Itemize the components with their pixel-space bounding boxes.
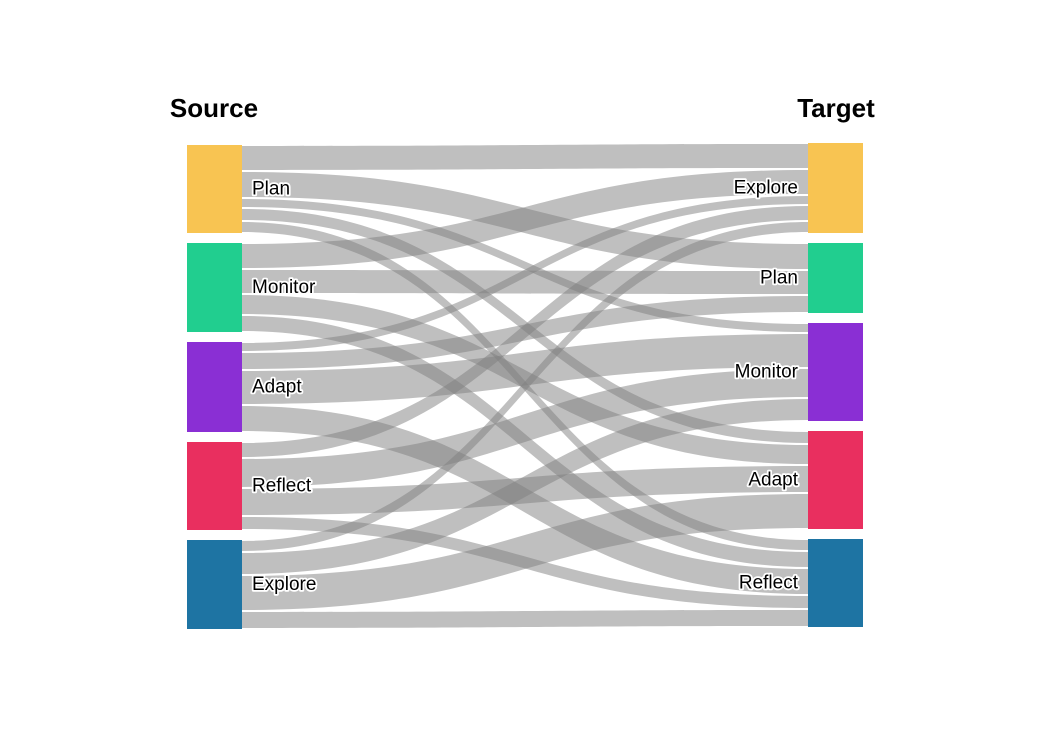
node-label-source-adapt: Adapt: [252, 377, 302, 398]
node-label-target-adapt: Adapt: [748, 470, 798, 491]
node-label-source-plan: Plan: [252, 179, 290, 200]
sankey-node-target-monitor[interactable]: [808, 323, 863, 421]
sankey-link-explore-to-reflect[interactable]: [242, 610, 808, 628]
node-label-target-monitor: Monitor: [735, 362, 799, 383]
node-label-target-plan: Plan: [760, 268, 798, 289]
sankey-link-adapt-to-monitor[interactable]: [242, 334, 808, 404]
sankey-links-layer: [242, 144, 808, 628]
node-label-target-reflect: Reflect: [739, 573, 799, 594]
sankey-node-source-reflect[interactable]: [187, 442, 242, 530]
sankey-node-target-reflect[interactable]: [808, 539, 863, 627]
sankey-link-plan-to-monitor[interactable]: [242, 199, 808, 332]
sankey-node-target-explore[interactable]: [808, 143, 863, 233]
target-column-title: Target: [797, 93, 875, 123]
sankey-node-source-monitor[interactable]: [187, 243, 242, 332]
sankey-link-explore-to-monitor[interactable]: [242, 399, 808, 574]
sankey-link-explore-to-explore[interactable]: [242, 222, 808, 551]
sankey-link-monitor-to-explore[interactable]: [242, 170, 808, 268]
sankey-link-adapt-to-explore[interactable]: [242, 196, 808, 351]
sankey-nodes-layer: [187, 143, 863, 629]
sankey-link-plan-to-explore[interactable]: [242, 144, 808, 170]
sankey-node-source-adapt[interactable]: [187, 342, 242, 432]
node-label-source-explore: Explore: [252, 574, 316, 595]
sankey-link-reflect-to-monitor[interactable]: [242, 369, 808, 487]
sankey-node-source-explore[interactable]: [187, 540, 242, 629]
sankey-node-target-adapt[interactable]: [808, 431, 863, 529]
node-label-source-reflect: Reflect: [252, 476, 312, 497]
sankey-link-explore-to-adapt[interactable]: [242, 494, 808, 610]
sankey-link-reflect-to-explore[interactable]: [242, 206, 808, 457]
sankey-node-source-plan[interactable]: [187, 145, 242, 233]
node-label-target-explore: Explore: [734, 178, 798, 199]
node-label-source-monitor: Monitor: [252, 277, 316, 298]
sankey-link-monitor-to-plan[interactable]: [242, 270, 808, 294]
sankey-node-target-plan[interactable]: [808, 243, 863, 313]
sankey-labels-layer: PlanMonitorAdaptReflectExploreExplorePla…: [250, 176, 800, 597]
source-column-title: Source: [170, 93, 258, 123]
